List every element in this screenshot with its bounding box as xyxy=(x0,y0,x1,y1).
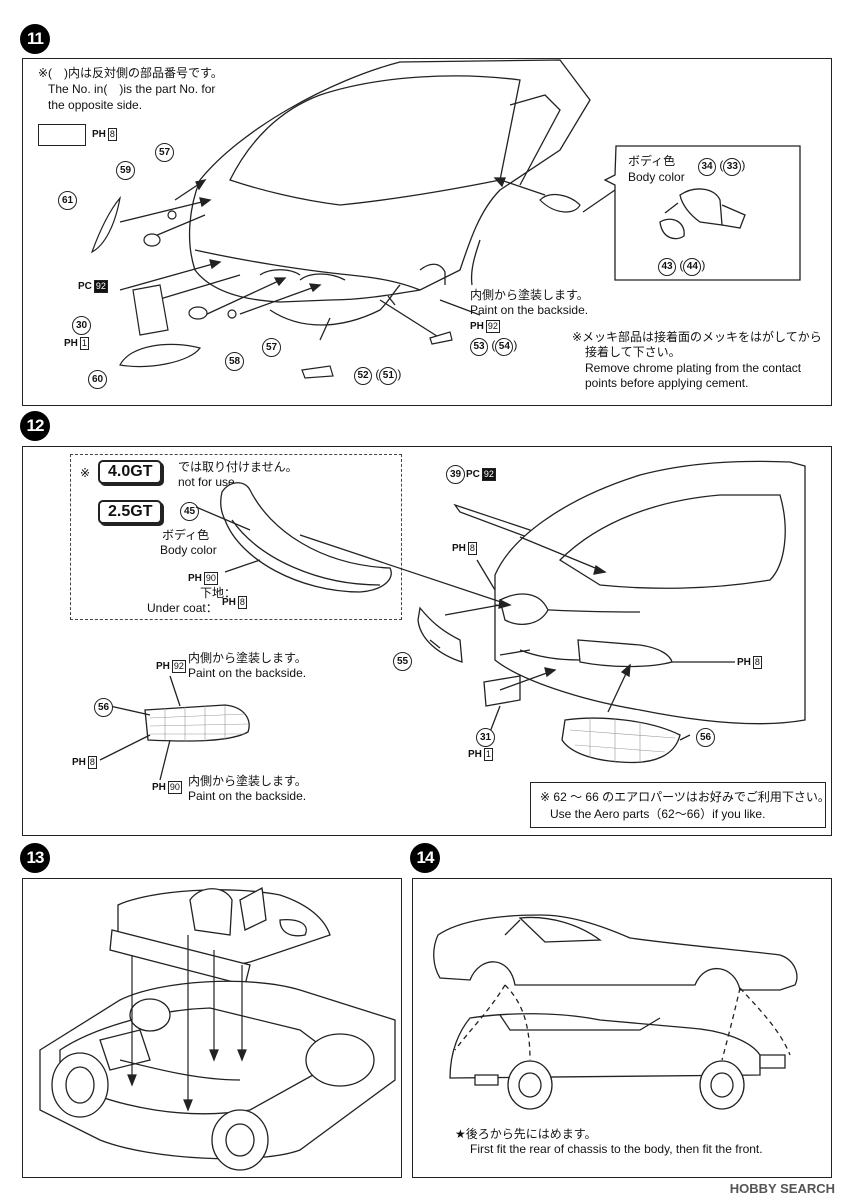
step-13-number: 13 xyxy=(20,843,50,873)
backside-en-11: Paint on the backside. xyxy=(470,303,589,317)
parts-53-54: 53 (54) xyxy=(470,338,517,356)
part-57a: 57 xyxy=(155,143,174,162)
backside-jp-12a: 内側から塗装します。 xyxy=(188,651,307,665)
part-31: 31 xyxy=(476,728,495,747)
part-39: 39 xyxy=(446,465,465,484)
opposite-note-en2: the opposite side. xyxy=(48,98,143,112)
step-12-drawing xyxy=(99,460,806,781)
part-30: 30 xyxy=(72,316,91,335)
badge-25gt: 2.5GT xyxy=(98,500,163,524)
chrome-note-jp1: ※メッキ部品は接着面のメッキをはがしてから xyxy=(572,330,822,344)
badge-40-en: not for use. xyxy=(178,475,239,489)
part-45: 45 xyxy=(180,502,199,521)
part-59: 59 xyxy=(116,161,135,180)
aero-note-en: Use the Aero parts（62～66）if you like. xyxy=(550,807,766,821)
mirror-parts-43-44: 43 (44) xyxy=(658,258,705,276)
chrome-note-en1: Remove chrome plating from the contact xyxy=(585,361,802,375)
backside-en-12b: Paint on the backside. xyxy=(188,789,307,803)
mirror-body-color-en: Body color xyxy=(628,170,685,184)
aero-note-jp: ※ 62 ～ 66 のエアロパーツはお好みでご利用下さい。 xyxy=(540,790,830,804)
part-58: 58 xyxy=(225,352,244,371)
backside-jp-12b: 内側から塗装します。 xyxy=(188,774,307,788)
undercoat-jp: 下地： xyxy=(200,586,237,600)
fit-note-jp: ★後ろから先にはめます。 xyxy=(455,1127,597,1141)
asterisk-40: ※ xyxy=(80,466,91,480)
backside-jp-11: 内側から塗装します。 xyxy=(470,288,589,302)
badge-40-jp: では取り付けません。 xyxy=(178,460,298,474)
part-57b: 57 xyxy=(262,338,281,357)
parts-52-51: 52 (51) xyxy=(354,367,401,385)
chrome-note-en2: points before applying cement. xyxy=(585,376,749,390)
step-11-number: 11 xyxy=(20,24,50,54)
car-front-drawing-11 xyxy=(90,59,801,379)
mirror-parts-34-33: 34 (33) xyxy=(698,158,745,176)
part-61: 61 xyxy=(58,191,77,210)
opposite-note-en1: The No. in( )is the part No. for xyxy=(48,82,216,96)
badge-40gt: 4.0GT xyxy=(98,460,163,484)
opposite-note-jp: ※( )内は反対側の部品番号です。 xyxy=(38,66,223,80)
watermark-logo: HOBBY SEARCH xyxy=(729,1181,835,1196)
gt-variant-box xyxy=(70,454,402,620)
backside-en-12a: Paint on the backside. xyxy=(188,666,307,680)
aero-note-box xyxy=(530,782,826,828)
mirror-body-color-jp: ボディ色 xyxy=(628,154,676,168)
part-55: 55 xyxy=(393,652,412,671)
spoiler-body-color-jp: ボディ色 xyxy=(162,528,210,542)
step-14-number: 14 xyxy=(410,843,440,873)
fit-note-en: First fit the rear of chassis to the bod… xyxy=(470,1142,763,1156)
part-60: 60 xyxy=(88,370,107,389)
undercoat-en: Under coat： xyxy=(147,601,218,615)
part-56-left: 56 xyxy=(94,698,113,717)
chrome-note-jp2: 接着して下さい。 xyxy=(585,345,681,359)
legend-swatch xyxy=(38,124,86,146)
step-12-number: 12 xyxy=(20,411,50,441)
part-56-right: 56 xyxy=(696,728,715,747)
spoiler-body-color-en: Body color xyxy=(160,543,217,557)
